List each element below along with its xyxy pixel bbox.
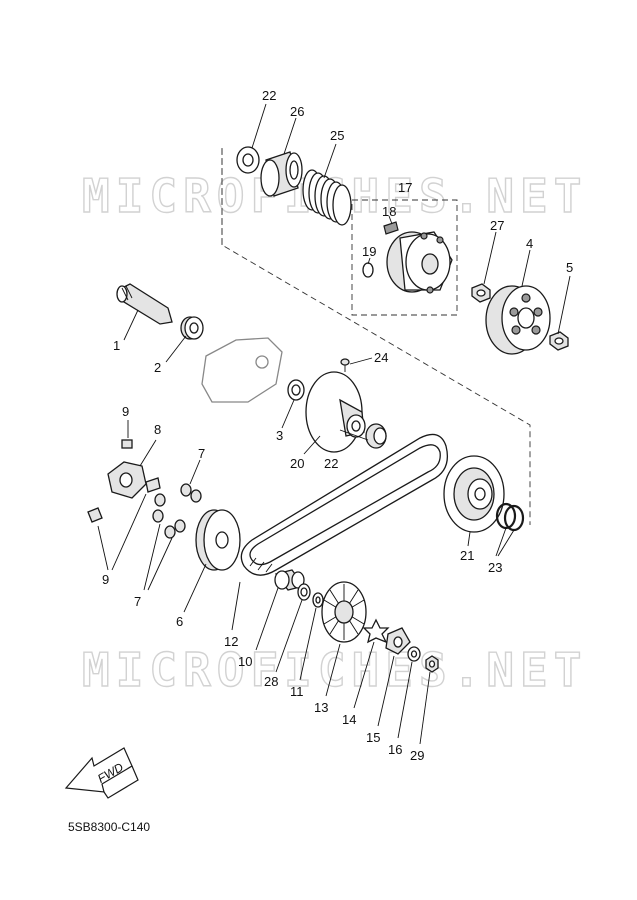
part-20-sliding-sheave xyxy=(305,371,366,453)
part-19-clip xyxy=(362,262,374,278)
part-29-nut xyxy=(425,655,439,673)
callout-15: 15 xyxy=(366,730,380,745)
callout-10: 10 xyxy=(238,654,252,669)
callout-28: 28 xyxy=(264,674,278,689)
part-22-washer xyxy=(236,146,260,174)
callout-1: 1 xyxy=(113,338,120,353)
callout-23: 23 xyxy=(488,560,502,575)
catalog-code: 5SB8300-C140 xyxy=(68,820,151,834)
part-24-bolt xyxy=(340,358,350,372)
watermark-bottom: MICROFICHES.NET xyxy=(82,643,587,697)
part-6-primary-sheave xyxy=(195,509,241,571)
part-11-washer xyxy=(312,592,324,608)
assembly-dashed-outline xyxy=(221,148,531,525)
callout-19: 19 xyxy=(362,244,376,259)
part-8-cam xyxy=(107,461,147,499)
part-4-clutch-housing xyxy=(485,285,551,355)
callout-14: 14 xyxy=(342,712,356,727)
part-17-clutch-carrier xyxy=(386,231,453,294)
part-5-nut xyxy=(549,331,569,351)
part-27-nut xyxy=(471,283,491,303)
part-12-v-belt xyxy=(240,433,449,576)
part-7-rollers xyxy=(152,483,202,539)
leader-lines xyxy=(97,103,571,745)
callout-3: 3 xyxy=(276,428,283,443)
part-21-secondary-sheave xyxy=(443,455,505,533)
part-16-washer xyxy=(407,646,421,662)
callout-7-bottom: 7 xyxy=(134,594,141,609)
part-2-bearing xyxy=(180,316,204,340)
part-9-slider-left xyxy=(87,507,103,523)
part-25-spring xyxy=(302,169,352,226)
part-9-slider-top xyxy=(121,439,133,449)
callout-9-bottom: 9 xyxy=(102,572,109,587)
callout-11: 11 xyxy=(290,684,304,699)
callout-12: 12 xyxy=(224,634,238,649)
callout-18: 18 xyxy=(382,204,396,219)
part-3-washer xyxy=(287,379,305,401)
callout-22-mid: 22 xyxy=(324,456,338,471)
callout-21: 21 xyxy=(460,548,474,563)
callout-2: 2 xyxy=(154,360,161,375)
part-22-oil-seal xyxy=(365,423,387,449)
part-13-fan-sheave xyxy=(321,581,367,643)
part-1-drive-shaft xyxy=(116,283,173,325)
part-9-slider-right xyxy=(145,477,161,493)
callout-13: 13 xyxy=(314,700,328,715)
part-18-pin xyxy=(383,221,399,235)
part-28-washer xyxy=(297,583,311,601)
callout-4: 4 xyxy=(526,236,533,251)
clutch-group-dashed-box xyxy=(351,199,458,316)
callout-25: 25 xyxy=(330,128,344,143)
callout-5: 5 xyxy=(566,260,573,275)
callout-24: 24 xyxy=(374,350,388,365)
callout-7-top: 7 xyxy=(198,446,205,461)
callout-6: 6 xyxy=(176,614,183,629)
callout-8: 8 xyxy=(154,422,161,437)
callout-22-top: 22 xyxy=(262,88,276,103)
callout-27: 27 xyxy=(490,218,504,233)
callout-26: 26 xyxy=(290,104,304,119)
part-14-spacer xyxy=(362,618,390,644)
callout-20: 20 xyxy=(290,456,304,471)
callout-9-top: 9 xyxy=(122,404,129,419)
callout-29: 29 xyxy=(410,748,424,763)
callout-17: 17 xyxy=(398,180,412,195)
fwd-arrow-icon: FWD xyxy=(64,747,139,799)
part-10-collar xyxy=(274,569,306,591)
part-26-collar xyxy=(260,151,303,197)
callout-16: 16 xyxy=(388,742,402,757)
crankcase-reference xyxy=(201,337,283,403)
part-15-one-way xyxy=(385,627,411,655)
